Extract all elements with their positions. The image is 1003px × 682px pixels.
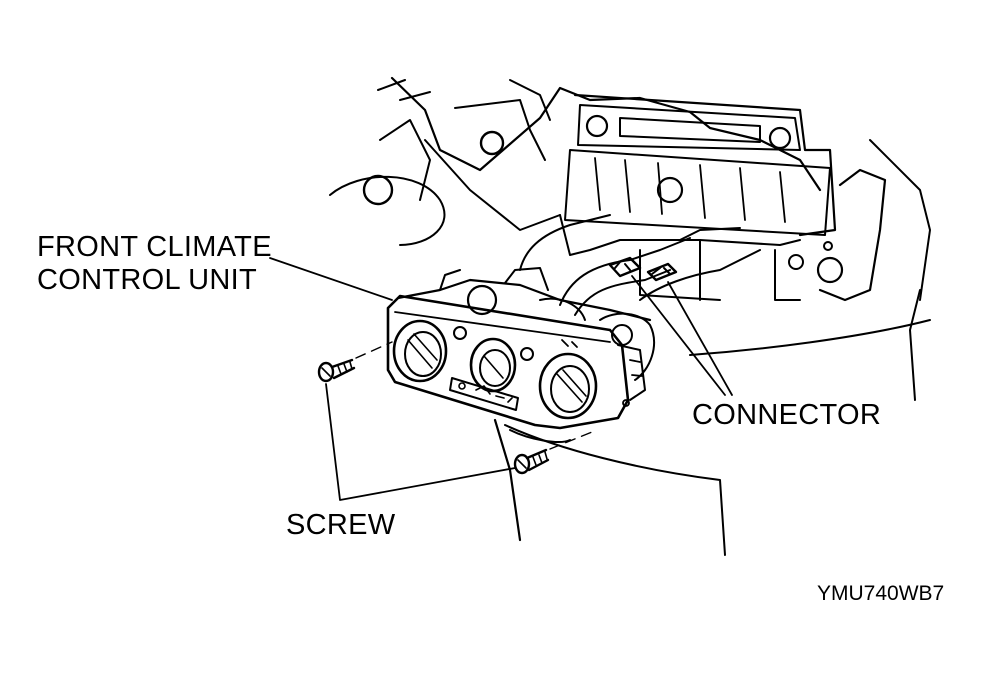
- connector-left: [608, 256, 642, 278]
- connector-right: [646, 262, 678, 282]
- leader-lines: [269, 257, 733, 501]
- label-connector: CONNECTOR: [692, 399, 882, 431]
- screw-upper: [317, 358, 356, 383]
- dashboard-structure: [329, 76, 931, 556]
- figure-code: YMU740WB7: [817, 582, 945, 605]
- screw-lower: [513, 448, 550, 475]
- label-front-climate: FRONT CLIMATE: [37, 231, 272, 263]
- label-control-unit: CONTROL UNIT: [37, 264, 258, 296]
- climate-control-unit: [386, 267, 655, 430]
- label-screw: SCREW: [286, 509, 396, 541]
